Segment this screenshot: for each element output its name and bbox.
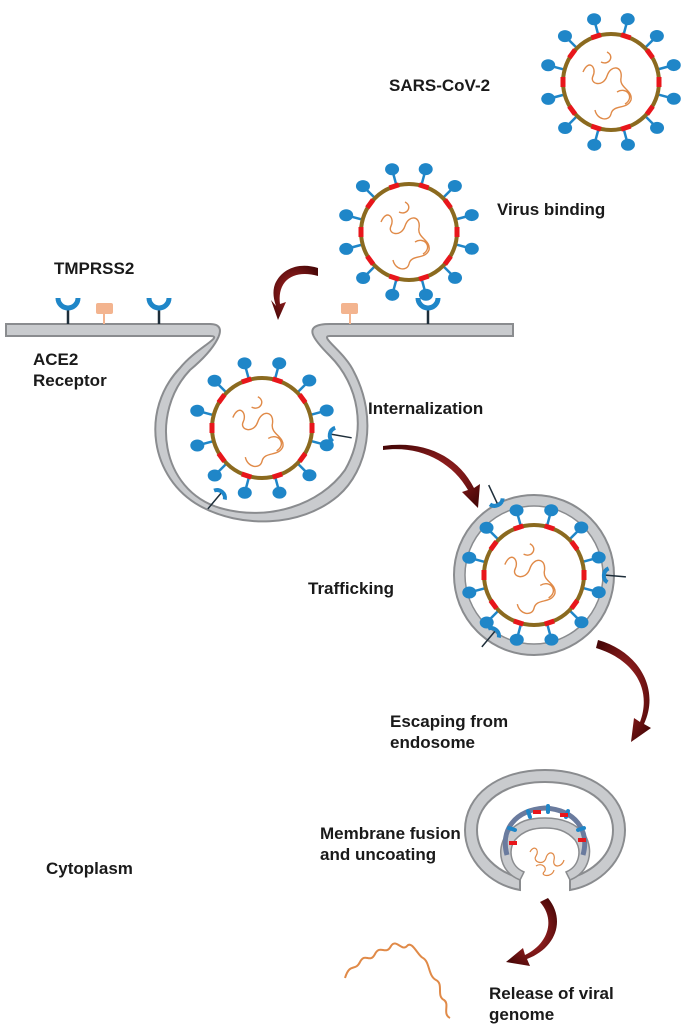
ace2-receptor-icon — [55, 297, 81, 324]
label-virus-binding: Virus binding — [497, 200, 606, 219]
label-tmprss2: TMPRSS2 — [54, 259, 135, 278]
uncoating-envelope — [502, 804, 588, 877]
label-sars-cov-2: SARS-CoV-2 — [389, 76, 491, 95]
plasma-membrane — [5, 323, 514, 523]
curved-arrow-icon — [506, 898, 558, 966]
label-membrane-fusion: Membrane fusion and uncoating — [320, 824, 461, 864]
rna-genome-icon — [344, 942, 451, 1019]
virus-icon — [339, 163, 479, 301]
ace2-receptor-icon — [415, 297, 441, 324]
ace2-receptor-icon — [481, 626, 501, 648]
ace2-receptor-icon — [601, 566, 626, 584]
virus-icon — [190, 357, 334, 499]
label-release: Release of viral genome — [489, 984, 614, 1024]
ace2-receptor-icon — [146, 297, 172, 324]
fusion-endosome — [463, 768, 627, 892]
curved-arrow-icon — [383, 444, 480, 508]
virus-layer — [190, 13, 681, 648]
label-ace2-receptor: ACE2 Receptor — [33, 350, 107, 390]
tmprss2-icon — [341, 303, 358, 324]
ace2-receptor-icon — [488, 484, 505, 508]
label-trafficking: Trafficking — [308, 579, 394, 598]
curved-arrow-icon — [271, 265, 318, 320]
label-internalization: Internalization — [368, 399, 484, 418]
ace2-receptor-icon — [207, 488, 227, 510]
virus-icon — [462, 504, 606, 646]
ace2-receptor-icon — [327, 425, 352, 444]
tmprss2-icon — [96, 303, 113, 324]
curved-arrow-icon — [596, 640, 651, 742]
virus-icon — [541, 13, 681, 151]
label-cytoplasm: Cytoplasm — [46, 859, 133, 878]
label-escaping: Escaping from endosome — [390, 712, 509, 752]
